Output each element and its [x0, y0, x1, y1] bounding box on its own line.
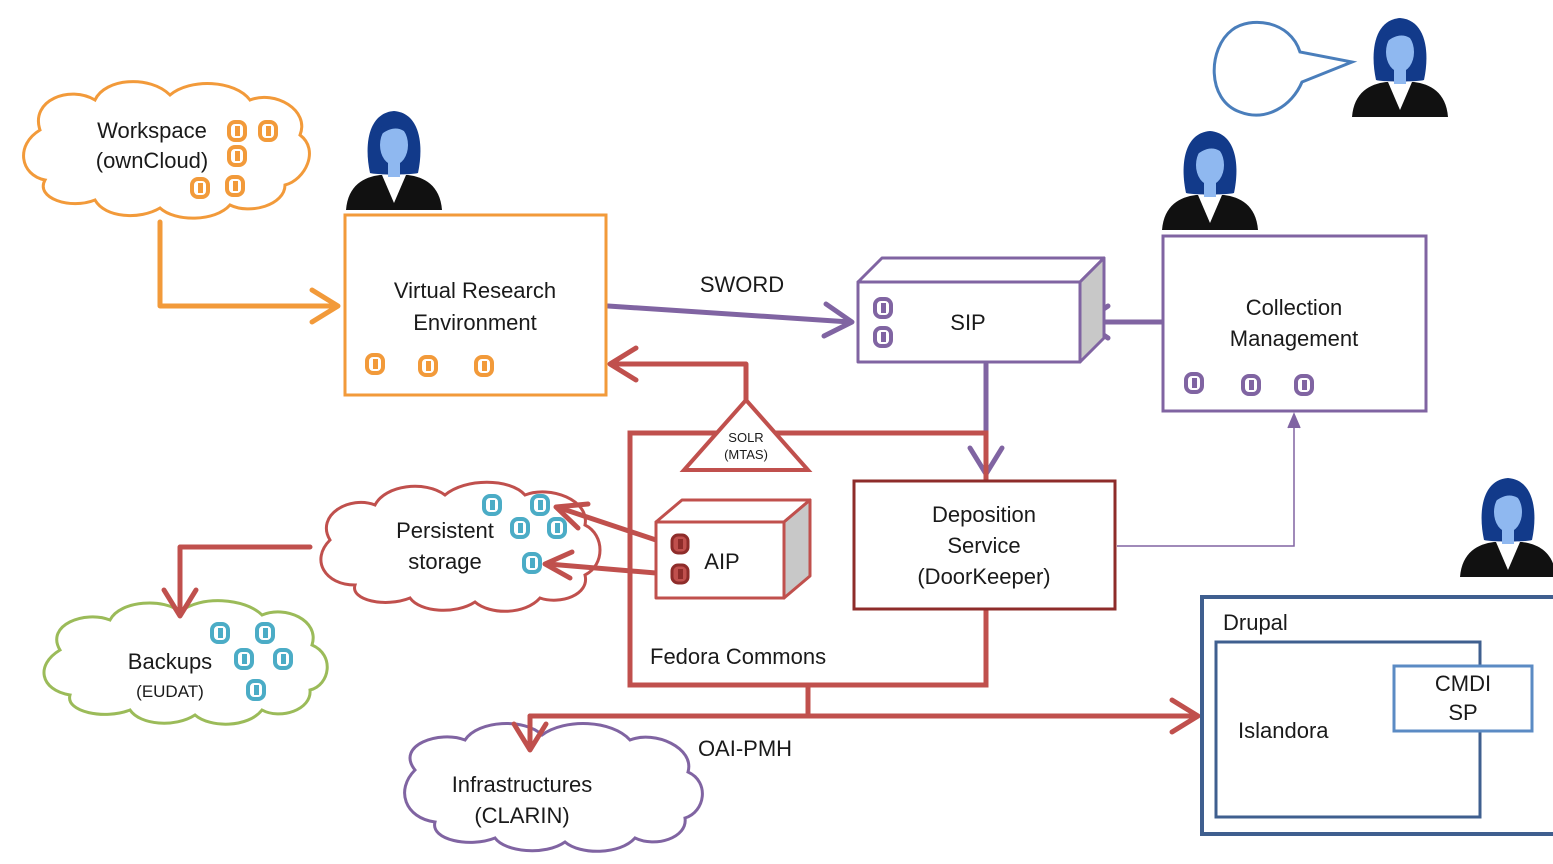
backups-title: Backups: [128, 649, 212, 674]
backups-subtitle: (EUDAT): [136, 682, 204, 701]
cmdi-sp-box: [1392, 664, 1534, 733]
persistent-title: Persistent: [396, 518, 494, 543]
sip-label: SIP: [950, 310, 985, 335]
aip-label: AIP: [704, 549, 739, 574]
speech-bubble-icon: [1212, 20, 1358, 117]
deposition-subtitle: Service: [947, 533, 1020, 558]
deposition-note: (DoorKeeper): [917, 564, 1050, 589]
persistent-to-backups-arrow: [161, 544, 313, 619]
cmdi-title: CMDI: [1435, 671, 1491, 696]
data-object-icon: [670, 533, 690, 555]
islandora-label: Islandora: [1238, 718, 1329, 743]
deposition-to-collection-arrow: [1117, 412, 1301, 547]
solr-index: [679, 396, 813, 472]
oai-pmh-label: OAI-PMH: [698, 736, 792, 761]
person-icon: [1352, 18, 1448, 117]
oai-pmh-arrows: [511, 682, 1201, 753]
infrastructures-cloud: [403, 722, 704, 853]
vre-subtitle: Environment: [413, 310, 537, 335]
data-object-icon: [670, 563, 690, 585]
persistent-subtitle: storage: [408, 549, 481, 574]
workspace-to-vre-arrow: [157, 219, 341, 325]
drupal-label: Drupal: [1223, 610, 1288, 635]
sip-package: [856, 256, 1106, 364]
fedora-commons-label: Fedora Commons: [650, 644, 826, 669]
solr-title: SOLR: [728, 430, 763, 445]
collection-title: Collection: [1246, 295, 1343, 320]
infrastructures-title: Infrastructures: [452, 772, 593, 797]
infrastructures-subtitle: (CLARIN): [474, 803, 569, 828]
vre-title: Virtual Research: [394, 278, 556, 303]
workspace-title: Workspace: [97, 118, 207, 143]
solr-to-vre-arrow: [607, 345, 749, 403]
sword-label: SWORD: [700, 272, 784, 297]
person-icon: [1460, 478, 1553, 577]
solr-subtitle: (MTAS): [724, 447, 768, 462]
collection-subtitle: Management: [1230, 326, 1358, 351]
person-icon: [346, 111, 442, 210]
workspace-subtitle: (ownCloud): [96, 148, 209, 173]
aip-to-storage-arrows: [542, 501, 671, 581]
persistent-storage-cloud: [319, 480, 602, 613]
deposition-service-box: [852, 479, 1117, 611]
workspace-cloud: [22, 80, 311, 220]
person-icon: [1162, 131, 1258, 230]
sword-arrow: [605, 301, 855, 339]
cmdi-subtitle: SP: [1448, 700, 1477, 725]
deposition-title: Deposition: [932, 502, 1036, 527]
